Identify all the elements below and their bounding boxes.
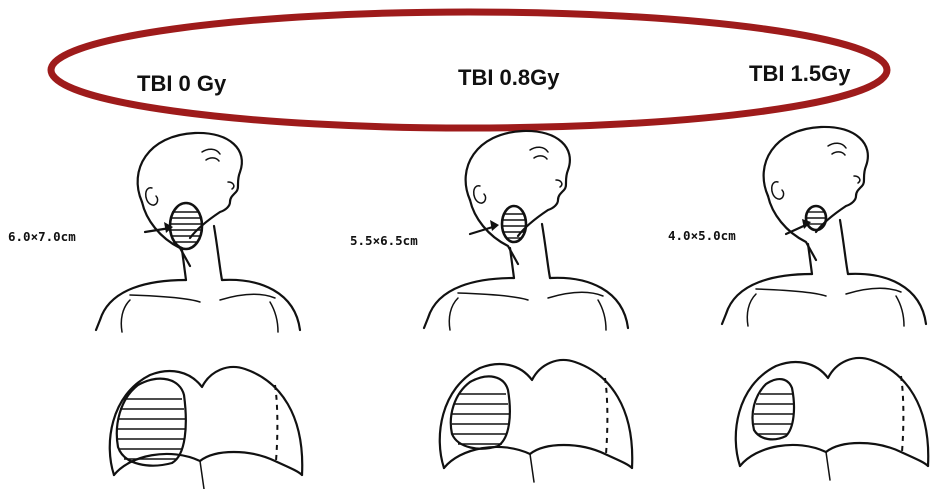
heading-tbi-0gy: TBI 0 Gy	[137, 71, 227, 96]
lung-illustration-1	[110, 367, 302, 489]
head-neck-illustration-3	[722, 127, 926, 326]
tumor-size-label-2: 5.5×6.5cm	[350, 233, 418, 248]
heading-tbi-1-5gy: TBI 1.5Gy	[749, 61, 851, 86]
tumor-size-label-3: 4.0×5.0cm	[668, 228, 736, 243]
head-neck-illustration-1	[96, 133, 300, 332]
lung-tumor-region-2	[451, 376, 510, 448]
tumor-size-label-1: 6.0×7.0cm	[8, 229, 76, 244]
group-3: 4.0×5.0cm	[668, 127, 928, 480]
head-neck-illustration-2	[424, 131, 628, 330]
lung-tumor-region-3	[753, 379, 795, 439]
heading-tbi-0-8gy: TBI 0.8Gy	[458, 65, 560, 90]
tumor-mass-2	[502, 206, 526, 242]
group-1: 6.0×7.0cm	[8, 133, 302, 489]
lung-illustration-2	[440, 360, 632, 482]
group-2: 5.5×6.5cm	[350, 131, 632, 482]
arrowhead-2	[490, 220, 499, 231]
lung-illustration-3	[736, 358, 928, 480]
